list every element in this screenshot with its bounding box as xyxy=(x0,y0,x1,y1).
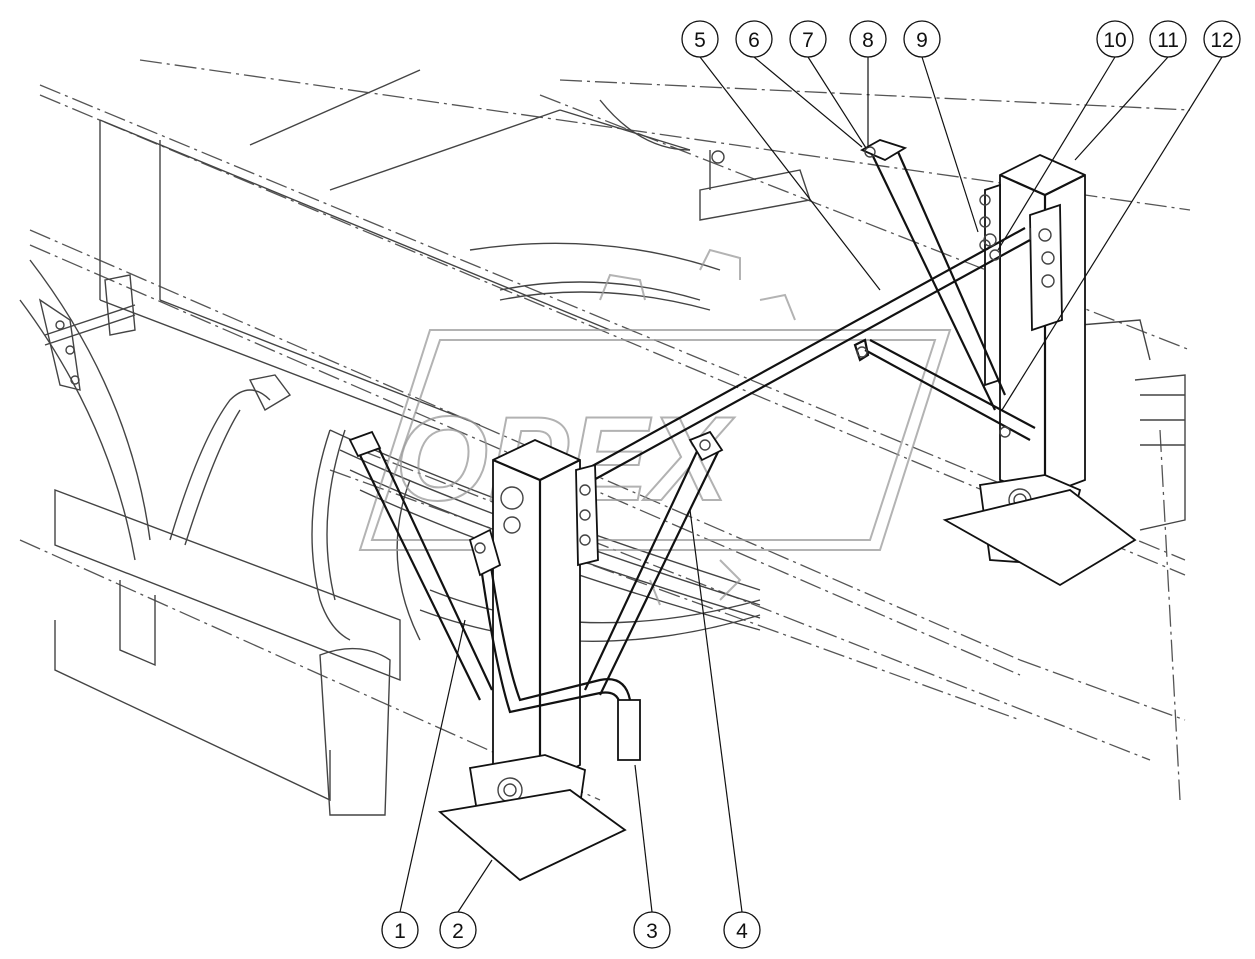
connecting-rod xyxy=(584,227,1031,483)
callout-2: 2 xyxy=(439,911,477,949)
callouts: 1 2 3 4 5 6 7 8 xyxy=(381,20,1241,949)
callout-8: 8 xyxy=(849,20,887,58)
callout-5: 5 xyxy=(681,20,719,58)
callout-1: 1 xyxy=(381,911,419,949)
callout-8-label: 8 xyxy=(862,29,874,52)
left-shaft-bracket xyxy=(38,274,136,391)
crank-handle xyxy=(468,528,641,761)
callout-7-label: 7 xyxy=(802,29,814,52)
callout-2-label: 2 xyxy=(452,920,464,943)
callout-9: 9 xyxy=(903,20,941,58)
callout-11-label: 11 xyxy=(1157,29,1179,52)
callout-12-label: 12 xyxy=(1210,29,1233,52)
watermark: OPEX xyxy=(358,248,952,606)
callout-3-label: 3 xyxy=(646,920,658,943)
callout-10-label: 10 xyxy=(1103,29,1126,52)
longitudinal-beam xyxy=(99,69,691,431)
left-brace xyxy=(348,430,724,701)
callout-6: 6 xyxy=(735,20,773,58)
callout-4: 4 xyxy=(723,911,761,949)
callout-leaders xyxy=(399,56,1223,913)
callout-5-label: 5 xyxy=(694,29,706,52)
callout-4-label: 4 xyxy=(736,920,748,943)
callout-10: 10 xyxy=(1096,20,1134,58)
callout-7: 7 xyxy=(789,20,827,58)
rear-bumper xyxy=(19,259,401,816)
callout-11: 11 xyxy=(1149,20,1187,58)
callout-6-label: 6 xyxy=(748,29,760,52)
callout-3: 3 xyxy=(633,911,671,949)
left-support-leg xyxy=(437,439,627,882)
air-lines xyxy=(169,374,421,641)
callout-9-label: 9 xyxy=(916,29,928,52)
right-slotted-bar xyxy=(853,338,1036,441)
callout-12: 12 xyxy=(1203,20,1241,58)
callout-1-label: 1 xyxy=(394,920,406,943)
right-support-leg xyxy=(942,154,1137,587)
